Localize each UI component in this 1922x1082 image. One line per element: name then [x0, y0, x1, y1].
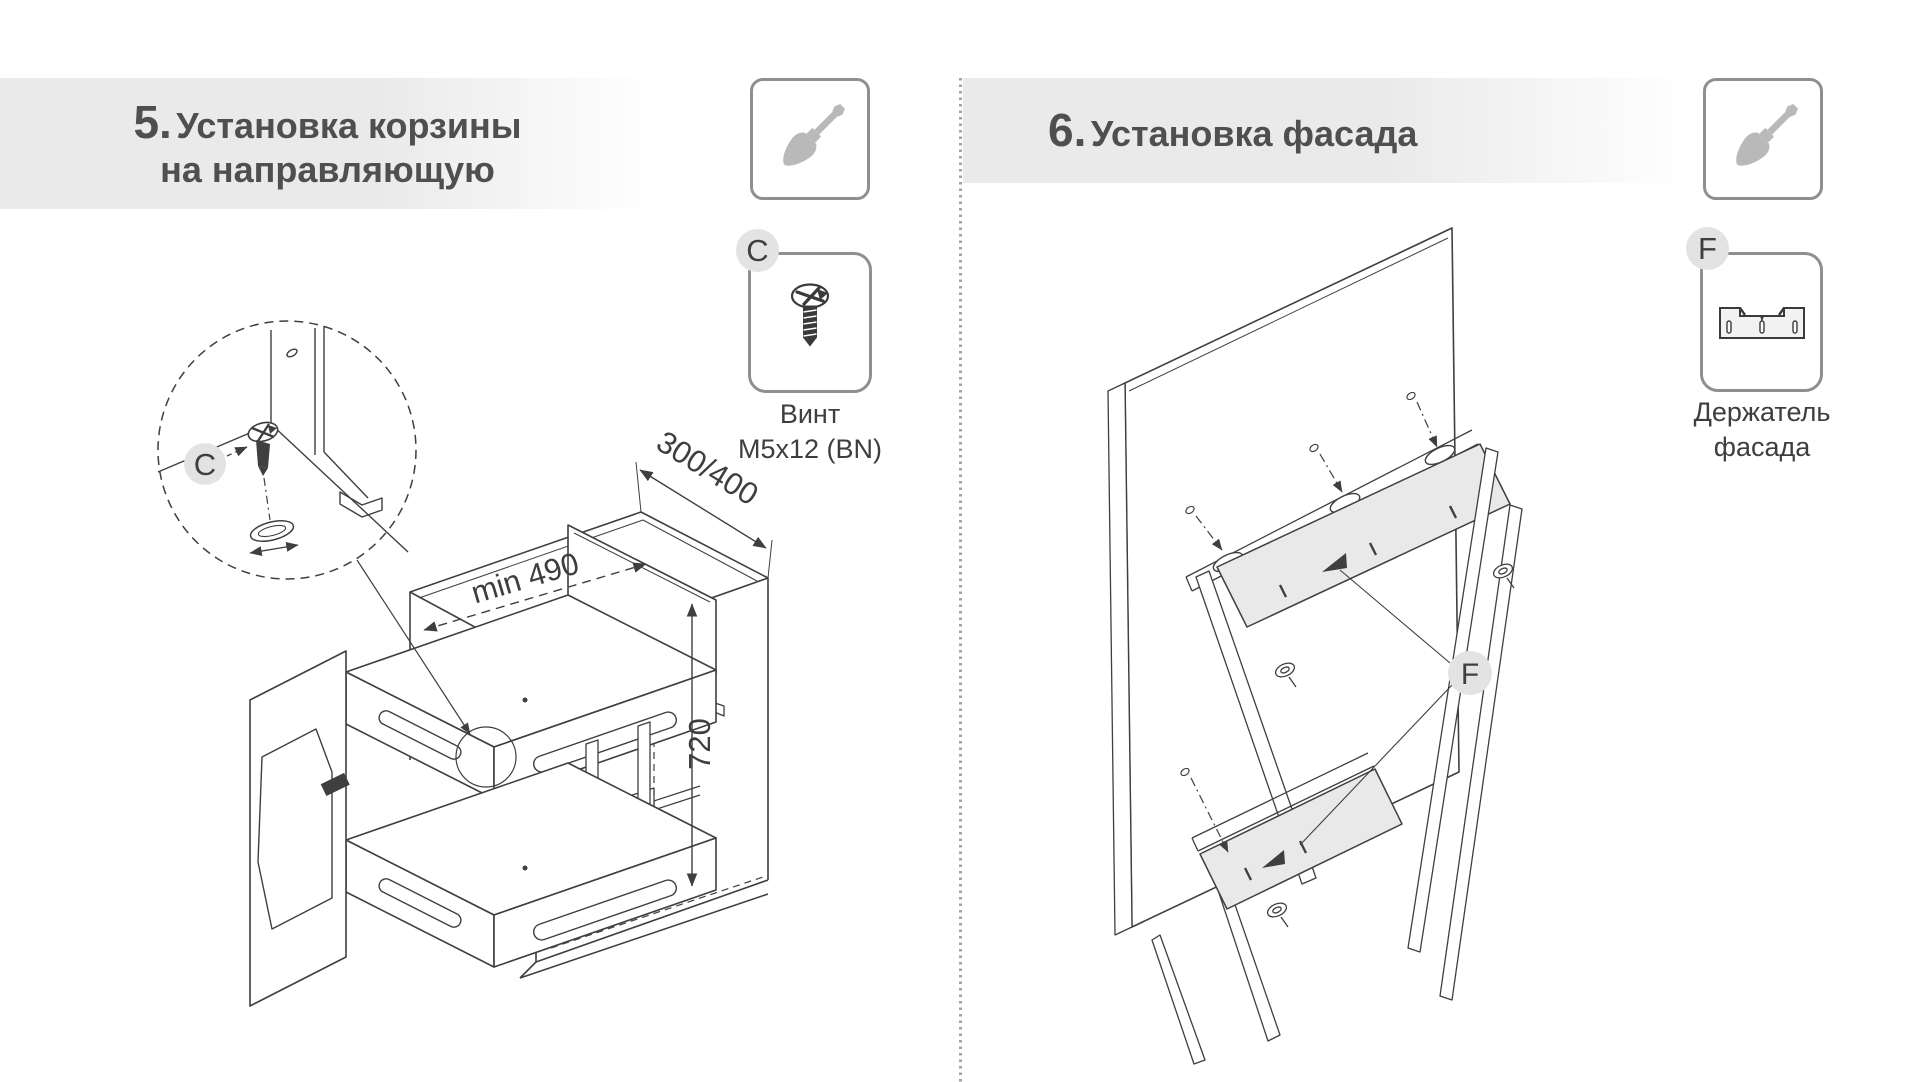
step5-title-line2: на направляющую — [160, 149, 495, 191]
step6-title-line: 6. Установка фасада — [1048, 103, 1417, 157]
screwdriver-icon — [783, 104, 845, 166]
step5-number: 5. — [133, 96, 172, 149]
dim-width-label: 300/400 — [651, 424, 765, 512]
step5-title-line1: 5. Установка корзины — [133, 95, 521, 149]
f-callout-letter: F — [1461, 658, 1479, 691]
facade-screws — [1180, 391, 1438, 853]
countersunk-screw-icon — [790, 282, 830, 346]
f-callout-leaders — [1299, 569, 1453, 846]
step5-header-bar: 5. Установка корзины на направляющую — [0, 78, 655, 209]
dimension-width — [635, 461, 773, 579]
detail-c-letter: C — [194, 447, 216, 482]
dimension-depth — [423, 562, 647, 632]
screwdriver-icon — [1736, 104, 1798, 166]
step6-title-text: Установка фасада — [1090, 113, 1418, 155]
step6-number: 6. — [1048, 104, 1087, 157]
part-c-label: Винт M5x12 (BN) — [690, 397, 930, 467]
upper-facade-holder — [1216, 443, 1511, 628]
part-f-badge: F — [1686, 227, 1729, 270]
part-c-badge: C — [736, 229, 779, 272]
step5-tool-box — [750, 78, 870, 200]
lower-facade-holder — [1199, 768, 1403, 910]
step6-drawing: F — [1107, 227, 1523, 1065]
detail-c-badge — [184, 443, 226, 485]
f-callout-badge — [1448, 651, 1492, 695]
dim-height-label: 720 — [682, 718, 717, 770]
part-f-box — [1700, 252, 1823, 392]
step5-drawing: 300/400 min 490 720 C — [157, 320, 773, 1007]
step6-header-bar: 6. Установка фасада — [963, 78, 1690, 183]
detail-leader — [356, 559, 517, 788]
part-f-label-line2: фасада — [1713, 432, 1811, 462]
frame-side-blades — [1151, 447, 1523, 1065]
detail-circle — [157, 320, 417, 580]
step6-tool-box — [1703, 78, 1823, 200]
facade-holder-icon — [1718, 307, 1805, 339]
euro-screws — [1266, 563, 1515, 928]
part-c-label-line2: M5x12 (BN) — [737, 434, 883, 464]
step5-title-text1: Установка корзины — [176, 105, 522, 147]
pullout-basket — [249, 524, 717, 1007]
part-c-box — [748, 252, 872, 393]
part-f-label-line1: Держатель — [1693, 397, 1831, 427]
part-c-label-line1: Винт — [779, 399, 841, 429]
part-f-label: Держатель фасада — [1642, 395, 1882, 465]
panel-divider — [959, 78, 962, 1082]
lower-rail — [1191, 752, 1375, 852]
